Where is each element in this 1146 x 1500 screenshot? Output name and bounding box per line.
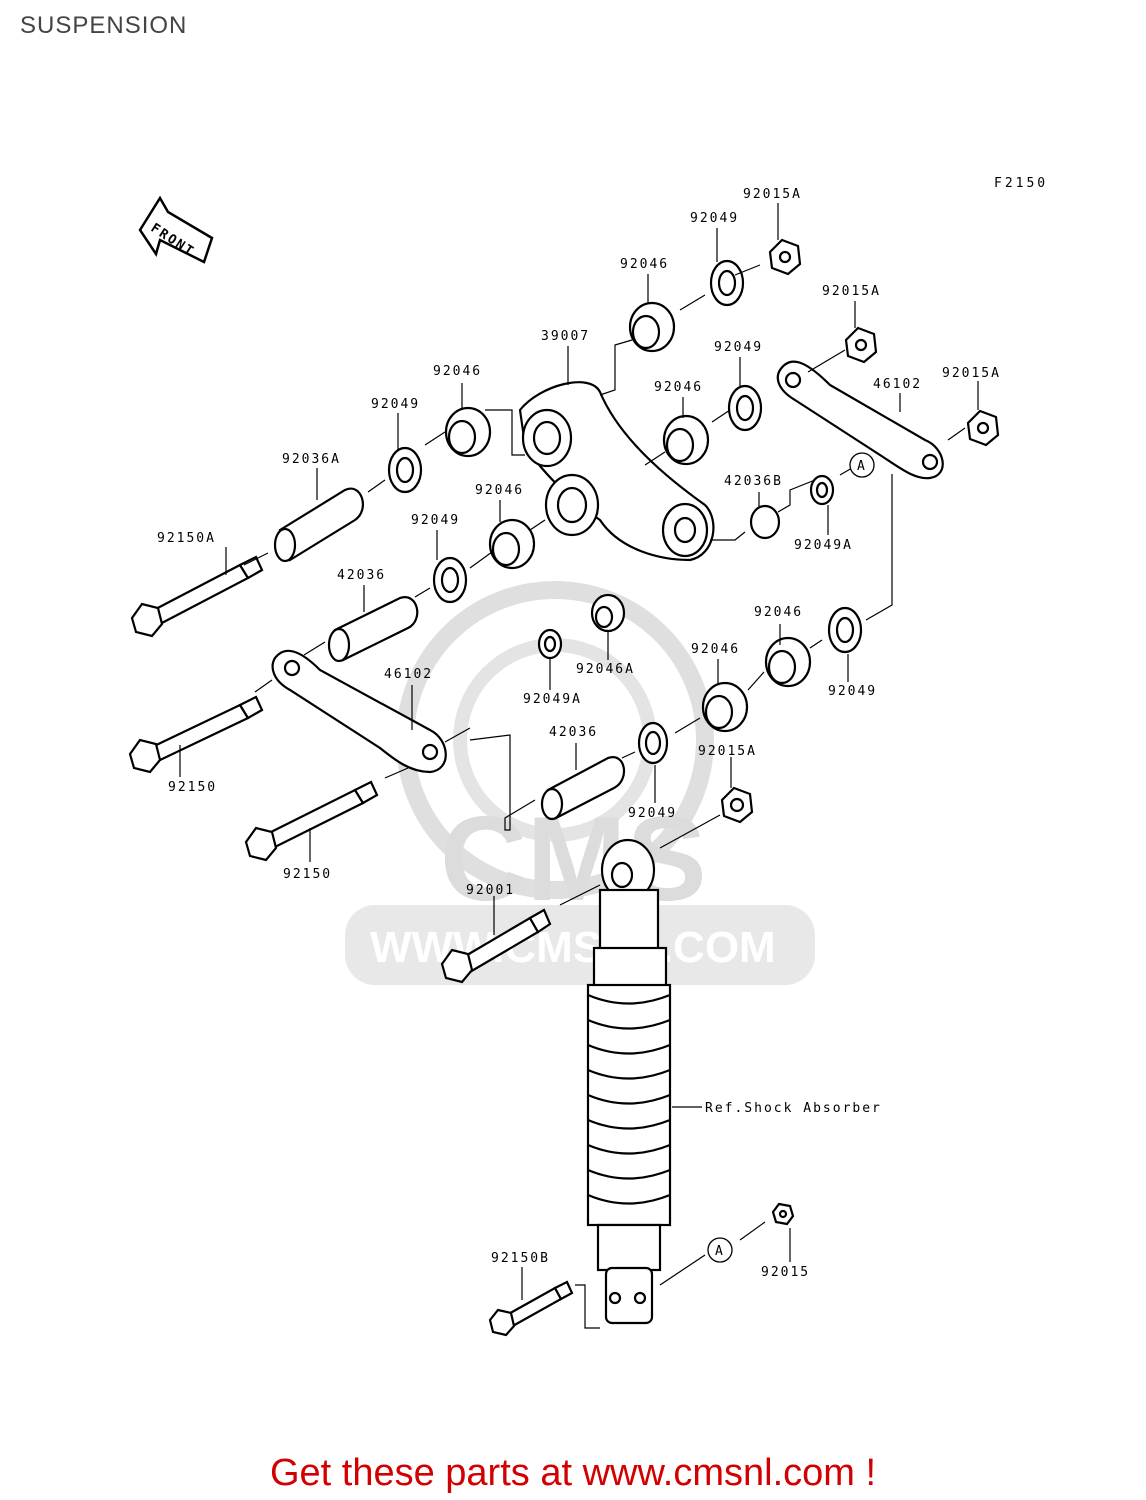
callout-92046-left: 92046 [433, 364, 482, 379]
callout-92015a-top: 92015A [743, 187, 802, 202]
callout-42036-lower: 42036 [549, 725, 598, 740]
callout-42036a: 92036A [282, 452, 341, 467]
callout-92049-center: 92049 [411, 513, 460, 528]
watermark-brand: CMS [440, 792, 707, 926]
footer-shop-link[interactable]: Get these parts at www.cmsnl.com ! [269, 1452, 877, 1494]
callout-92049-lower: 92049 [628, 806, 677, 821]
callout-92015a-far: 92015A [942, 366, 1001, 381]
callout-46102-upper: 46102 [873, 377, 922, 392]
figure-code: F2150 [994, 176, 1049, 191]
bolt-92001 [440, 908, 552, 984]
callout-92049a-lower: 92049A [523, 692, 582, 707]
callout-92046-right: 92046 [754, 605, 803, 620]
bearing-group [387, 259, 863, 765]
callout-92150-upper: 92150 [168, 780, 217, 795]
marker-a-lower-label: A [715, 1244, 723, 1259]
callout-labels: 92015A 92049 92046 92015A 39007 92049 92… [157, 187, 1001, 1280]
callout-92150a: 92150A [157, 531, 216, 546]
callout-92015a-lower: 92015A [698, 744, 757, 759]
marker-a-upper-label: A [857, 459, 865, 474]
bolt-92150-lower [244, 780, 379, 862]
bolt-92150b [488, 1280, 574, 1337]
watermark-url: WWW.CMSNL.COM [370, 923, 776, 972]
callout-92150-lower: 92150 [283, 867, 332, 882]
callout-92049-mid: 92049 [714, 340, 763, 355]
callout-92049-right: 92049 [828, 684, 877, 699]
callout-92046-mid: 92046 [654, 380, 703, 395]
callout-92001: 92001 [466, 883, 515, 898]
marker-a-lower: A [707, 1237, 733, 1263]
callout-92046a: 92046A [576, 662, 635, 677]
bolt-92150-upper [128, 695, 264, 774]
callout-92150b: 92150B [491, 1251, 550, 1266]
front-arrow-icon: FRONT [138, 195, 214, 264]
callout-92049-left: 92049 [371, 397, 420, 412]
collar-42036a [273, 487, 364, 563]
callout-42036b: 42036B [724, 474, 783, 489]
link-bar-upper [776, 360, 944, 480]
collar-42036-left [327, 596, 419, 663]
callout-92046-lower: 92046 [691, 642, 740, 657]
collar-42036-lower [540, 756, 626, 821]
callout-92046-center: 92046 [475, 483, 524, 498]
shock-absorber [586, 838, 672, 1325]
marker-a-upper: A [849, 452, 875, 478]
leader-lines [179, 203, 979, 1329]
link-bar-lower [271, 649, 447, 774]
collar-42036b [749, 504, 781, 540]
callout-92015: 92015 [761, 1265, 810, 1280]
watermark: CMS WWW.CMSNL.COM [345, 581, 815, 985]
bolt-92150a [130, 555, 264, 638]
callout-ref-shock-absorber: Ref.Shock Absorber [705, 1101, 882, 1116]
callout-39007: 39007 [541, 329, 590, 344]
callout-46102-lower: 46102 [384, 667, 433, 682]
rocker-arm-39007 [518, 381, 715, 562]
nut-group [720, 238, 1000, 1226]
callout-92049-top: 92049 [690, 211, 739, 226]
callout-42036-left: 42036 [337, 568, 386, 583]
callout-92049a-right: 92049A [794, 538, 853, 553]
page-title: SUSPENSION [20, 12, 188, 39]
callout-92015a-right: 92015A [822, 284, 881, 299]
callout-92046-top: 92046 [620, 257, 669, 272]
